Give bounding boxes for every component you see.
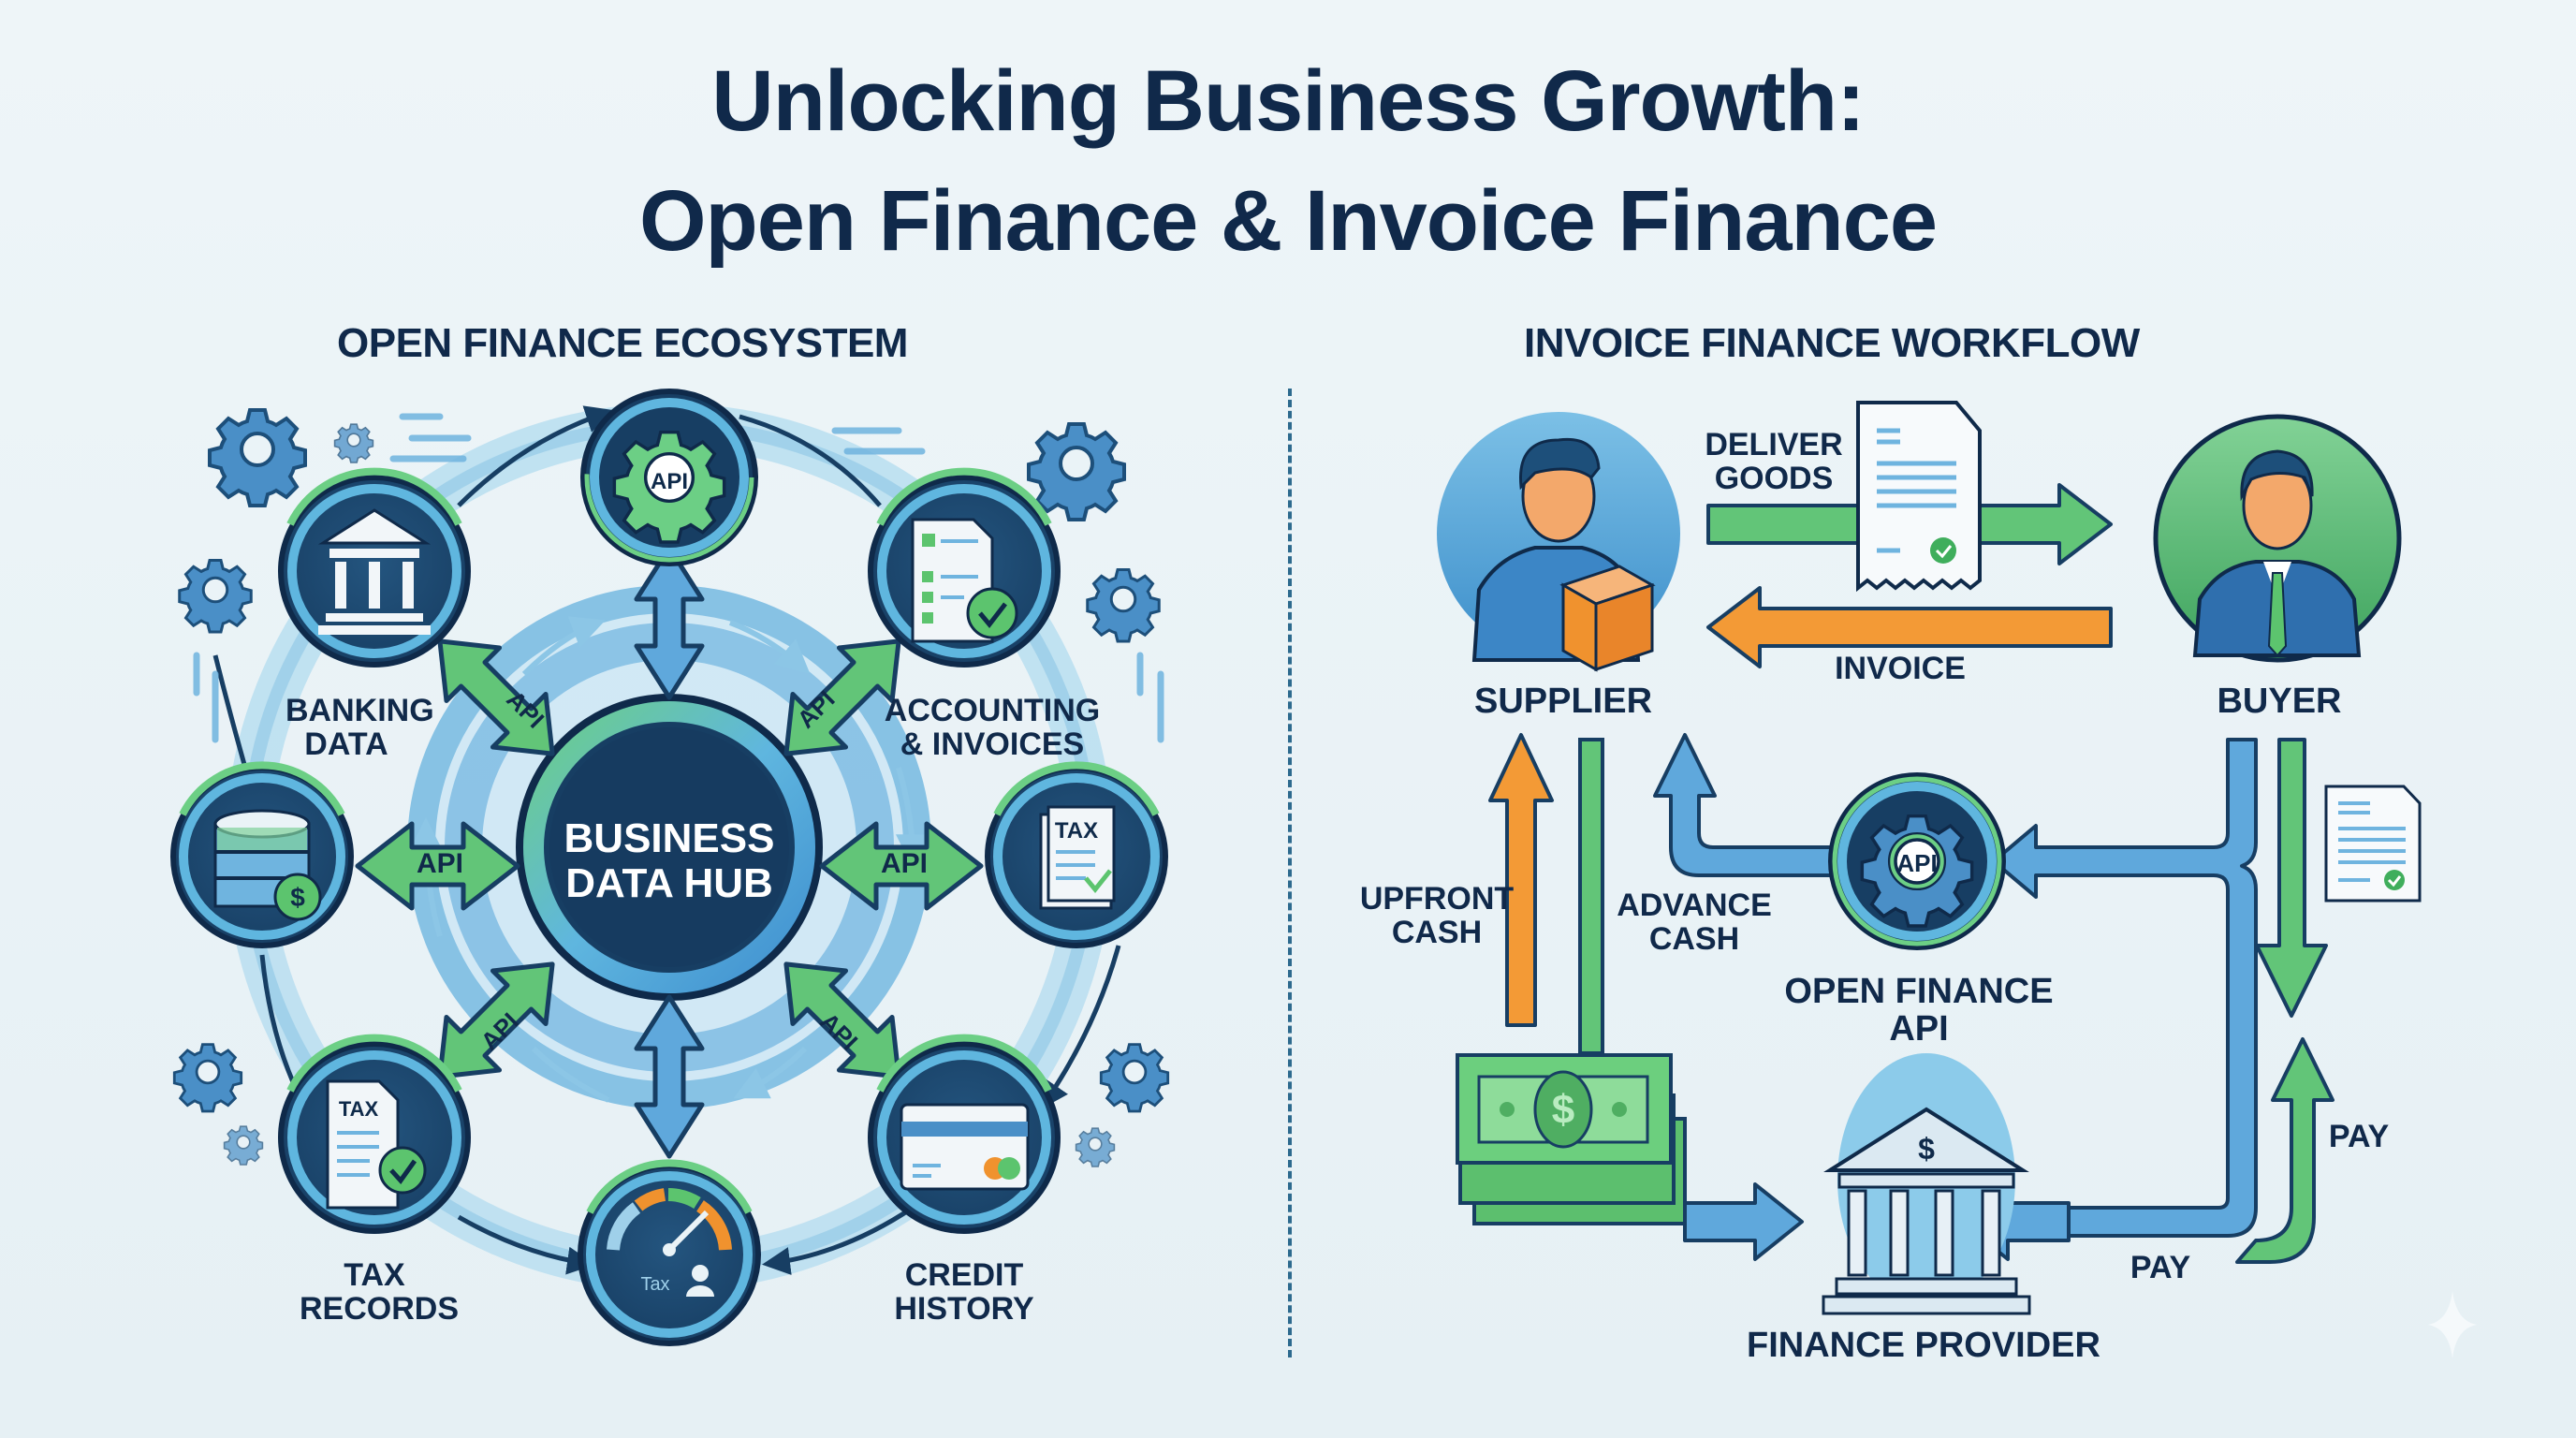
- svg-text:TAX: TAX: [1055, 818, 1098, 844]
- buyer-pay-down-arrow: [2255, 738, 2328, 1018]
- gear-icon: [1075, 1127, 1116, 1167]
- pay-up-arrow: [2235, 1037, 2334, 1264]
- api-gear-label: API: [651, 469, 688, 494]
- svg-text:$: $: [1918, 1132, 1935, 1166]
- flow-arrow: [457, 405, 614, 507]
- gear-icon: [1086, 568, 1161, 643]
- page-title-line1: Unlocking Business Growth:: [711, 53, 1865, 149]
- node-banking-data[interactable]: [278, 467, 471, 668]
- credit-card-icon: [900, 1103, 1030, 1191]
- gear-icon: [1099, 1043, 1170, 1113]
- node-api-gear[interactable]: [580, 389, 758, 566]
- invoice-workflow-diagram: $ $: [1437, 401, 2422, 1315]
- svg-text:$: $: [290, 883, 305, 912]
- dollar-sign: $: [1552, 1087, 1574, 1133]
- box-icon: [1559, 565, 1656, 672]
- label-accounting-invoices: ACCOUNTING& INVOICES: [884, 693, 1101, 762]
- hub-label-line2: DATA HUB: [565, 860, 773, 907]
- cash-to-provider-arrow: [1683, 1182, 1804, 1261]
- api-label-right: API: [880, 848, 928, 879]
- node-tax-records[interactable]: TAX: [278, 1034, 471, 1234]
- database-dollar-icon: $: [213, 809, 322, 921]
- gear-icon: [333, 423, 374, 463]
- svg-text:Tax: Tax: [640, 1274, 669, 1295]
- gear-icon: [178, 559, 253, 634]
- api-arrow-right: [819, 821, 984, 911]
- paid-invoice-document-icon: [2324, 785, 2422, 902]
- node-database[interactable]: $: [170, 761, 354, 948]
- label-supplier: SUPPLIER: [1473, 682, 1653, 721]
- label-finance-provider: FINANCE PROVIDER: [1747, 1326, 2100, 1365]
- right-section-heading: INVOICE FINANCE WORKFLOW: [1524, 320, 2140, 366]
- label-invoice: INVOICE: [1835, 651, 1966, 686]
- finance-provider-bank-icon[interactable]: $: [1822, 1053, 2031, 1315]
- node-credit-history[interactable]: [868, 1034, 1061, 1234]
- gear-icon: [172, 1043, 243, 1113]
- hub-label-line1: BUSINESS: [564, 815, 775, 861]
- api-arrow-diag-tl: [437, 638, 555, 756]
- left-section-heading: OPEN FINANCE ECOSYSTEM: [337, 320, 908, 366]
- bank-icon: [317, 508, 432, 635]
- credit-gauge-icon: Tax: [607, 1188, 732, 1297]
- invoice-document-icon: [1856, 401, 1982, 593]
- label-pay-right: PAY: [2328, 1119, 2390, 1154]
- label-pay-bottom: PAY: [2130, 1250, 2191, 1285]
- page-title-line2: Open Finance & Invoice Finance: [638, 173, 1938, 269]
- node-tax-document[interactable]: TAX: [985, 761, 1168, 948]
- cash-to-supplier-line: [1578, 738, 1604, 1055]
- advance-cash-arrow: [1653, 733, 1841, 877]
- business-data-hub[interactable]: [516, 694, 823, 1001]
- api-label-left: API: [416, 848, 463, 879]
- gear-icon: [223, 1125, 264, 1166]
- tax-check-document-icon: TAX: [326, 1079, 427, 1210]
- svg-text:TAX: TAX: [339, 1097, 379, 1121]
- buyer-pay-flow-arrow: [1992, 738, 2258, 1238]
- gear-icon: [1027, 422, 1126, 521]
- data-stream-decoration: [193, 413, 1164, 743]
- invoice-arrow: [1706, 586, 2113, 668]
- double-arrow-top: [634, 545, 705, 700]
- hub-label: BUSINESS DATA HUB: [524, 815, 814, 907]
- label-buyer: BUYER: [2217, 682, 2342, 721]
- tax-document-icon: TAX: [1039, 805, 1116, 910]
- supplier-avatar[interactable]: [1437, 412, 1680, 672]
- open-finance-api-node[interactable]: [1828, 772, 2006, 950]
- open-finance-api-icon-label: API: [1896, 849, 1937, 877]
- gear-icon: [208, 408, 307, 507]
- cash-stack-icon: $: [1456, 1053, 1687, 1225]
- node-accounting-invoices[interactable]: [868, 467, 1061, 668]
- node-credit-score[interactable]: Tax: [578, 1159, 761, 1346]
- buyer-avatar[interactable]: [2153, 414, 2402, 663]
- api-arrow-diag-bl: [437, 961, 555, 1079]
- panel-divider: [1288, 389, 1292, 1357]
- ecosystem-diagram: $ TAX TAX: [170, 389, 1170, 1346]
- api-arrow-left: [355, 821, 520, 911]
- sparkle-watermark-icon: [2428, 1291, 2477, 1358]
- upfront-cash-arrow: [1488, 733, 1554, 1027]
- checklist-document-icon: [911, 518, 1018, 643]
- double-arrow-bottom: [634, 994, 705, 1159]
